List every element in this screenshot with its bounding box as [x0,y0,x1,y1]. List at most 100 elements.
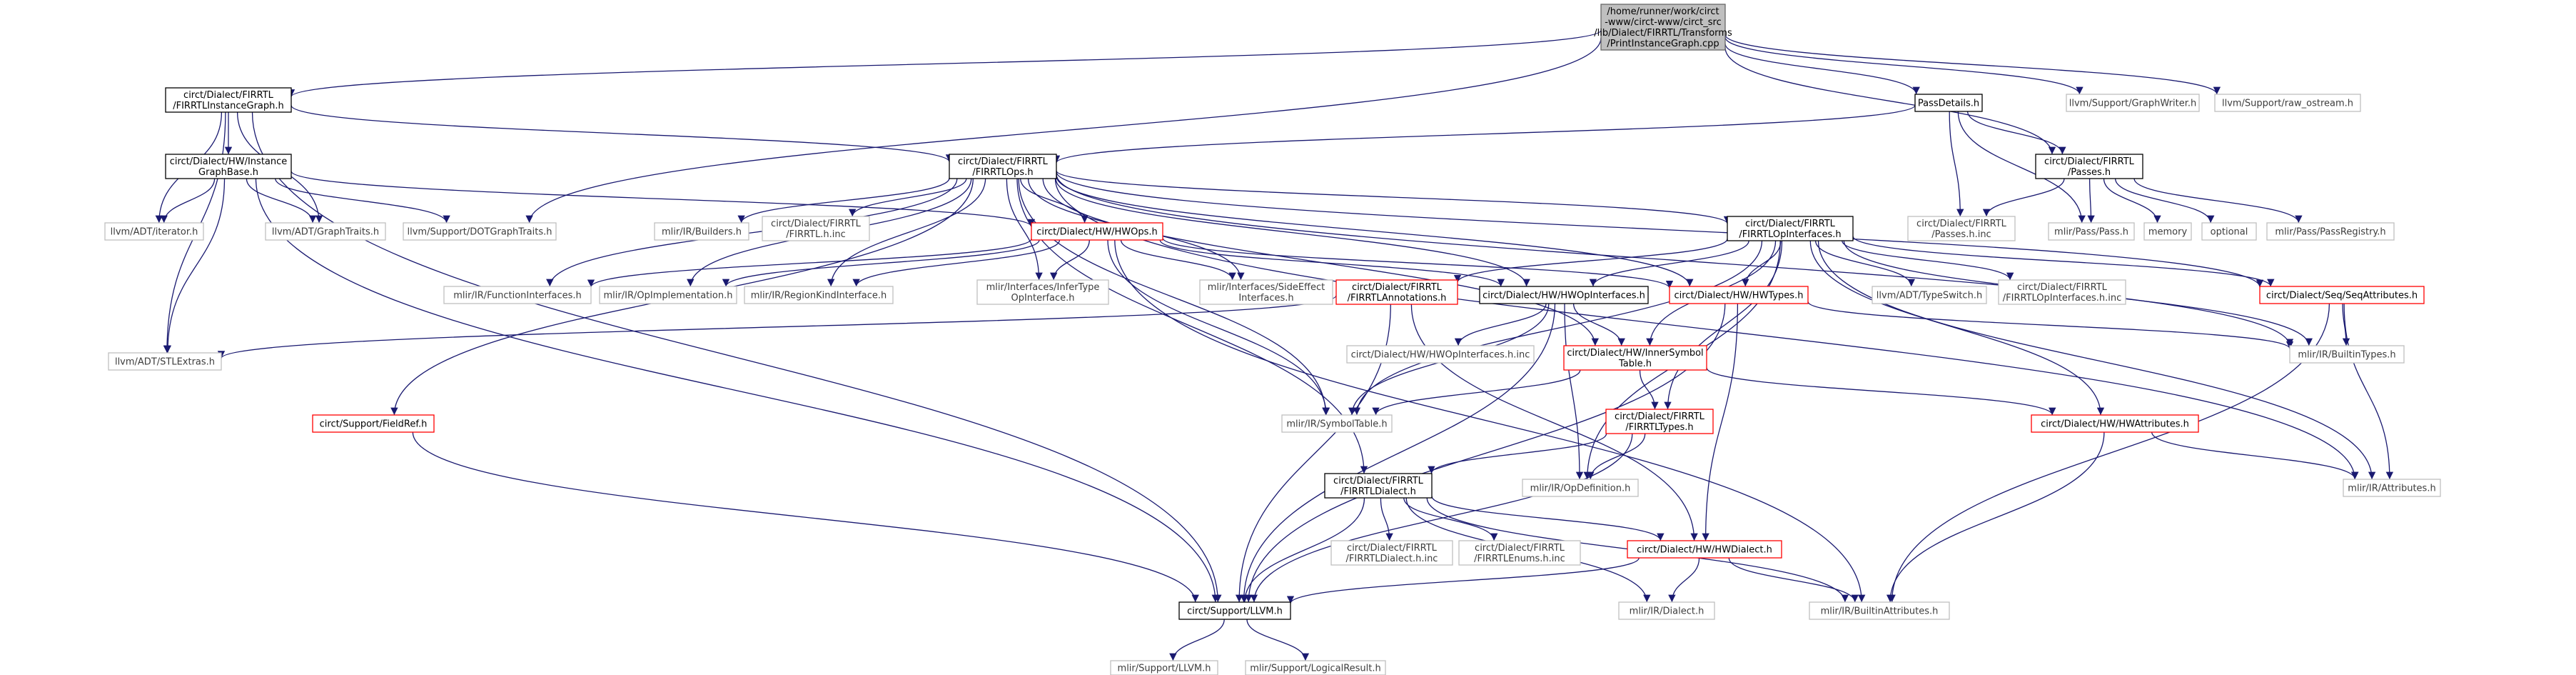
node-annotations[interactable]: circt/Dialect/FIRRTL/FIRRTLAnnotations.h [1335,279,1458,305]
node-label: llvm/Support/DOTGraphTraits.h [408,227,552,238]
node-label: /home/runner/work/circt [1607,6,1719,17]
edge-path [1814,240,1915,287]
node-label: /FIRRTLOpInterfaces.h [1739,229,1841,240]
edge-path [1056,171,2263,288]
node-label: circt/Dialect/HW/InnerSymbol [1567,348,1703,359]
node-hwdialect[interactable]: circt/Dialect/HW/HWDialect.h [1627,540,1782,559]
edge-path [1053,104,1916,164]
node-label: circt/Dialect/FIRRTL [1352,282,1443,293]
edge-opinterfaces-to-firrtltypes [1664,240,1783,410]
node-funcinterfaces: mlir/IR/FunctionInterfaces.h [443,286,592,304]
edge-hwops-to-symboltable [1107,239,1330,416]
node-opdefinition: mlir/IR/OpDefinition.h [1522,479,1639,497]
node-firrtlops[interactable]: circt/Dialect/FIRRTL/FIRRTLOps.h [949,154,1057,179]
node-box [108,352,222,371]
node-box [1907,216,2016,241]
edge-passes-to-passesinc [1982,178,2065,217]
edge-path [1107,239,1330,416]
edge-path [1240,303,1556,603]
edge-path [288,29,1602,98]
node-box [1335,279,1458,305]
node-box [1458,540,1581,566]
node-opinterfaces[interactable]: circt/Dialect/FIRRTL/FIRRTLOpInterfaces.… [1727,216,1854,241]
node-builders: mlir/IR/Builders.h [654,222,749,241]
edge-hwattrs-to-builtinattrs [1886,431,2105,603]
edge-firrtlops-to-funcinterfaces [546,178,958,287]
edge-path [255,178,1219,603]
node-label: mlir/Pass/PassRegistry.h [2275,227,2385,238]
node-box [1872,286,1987,304]
edge-path [1724,36,2083,95]
edge-path [1706,367,2056,416]
node-firrtlenumsinc: circt/Dialect/FIRRTL/FIRRTLEnums.h.inc [1458,540,1581,566]
edge-path [1169,619,1225,661]
node-fieldref[interactable]: circt/Support/FieldRef.h [312,414,435,433]
edge-path [1724,34,2221,95]
node-box [1324,473,1433,499]
node-box [2035,154,2143,179]
edge-opinterfaces-to-symboltable [1353,240,1763,416]
node-hwattrs[interactable]: circt/Dialect/HW/HWAttributes.h [2031,414,2199,433]
edge-passdetails-to-passpass [1957,111,2086,224]
node-firrtldialect[interactable]: circt/Dialect/FIRRTL/FIRRTLDialect.h [1324,473,1433,499]
node-box [976,279,1109,305]
node-label: mlir/IR/FunctionInterfaces.h [453,291,582,301]
node-box [1618,601,1715,620]
node-hwopinterfacesinc: circt/Dialect/HW/HWOpInterfaces.h.inc [1346,345,1535,364]
node-box [1199,279,1333,305]
edge-path [1809,240,2105,416]
node-box [1281,414,1393,433]
node-passes[interactable]: circt/Dialect/FIRRTL/Passes.h [2035,154,2143,179]
node-irdialect: mlir/IR/Dialect.h [1618,601,1715,620]
node-box [1346,345,1535,364]
node-label: circt/Dialect/HW/HWAttributes.h [2041,419,2189,430]
node-box [2066,94,2200,112]
node-label: circt/Support/LLVM.h [1187,606,1283,617]
node-label: OpInterface.h [1011,293,1074,304]
node-box [2031,414,2199,433]
node-firrtltypes[interactable]: circt/Dialect/FIRRTL/FIRRTLTypes.h [1605,409,1714,434]
node-label: mlir/IR/RegionKindInterface.h [751,291,887,301]
edge-hwtypes-to-builtintypes [1807,301,2293,349]
node-hwops[interactable]: circt/Dialect/HW/HWOps.h [1031,222,1163,241]
node-box [2143,222,2192,241]
node-hwtypes[interactable]: circt/Dialect/HW/HWTypes.h [1669,286,1809,304]
node-label: circt/Dialect/HW/HWOpInterfaces.h.inc [1351,350,1530,361]
node-passdetails[interactable]: PassDetails.h [1914,94,1983,112]
edge-path [1702,303,1739,541]
node-box [2201,222,2257,241]
node-label: circt/Dialect/HW/HWOpInterfaces.h [1483,291,1645,301]
edge-path [1742,240,1782,287]
edge-path [849,178,967,217]
node-seqattrs[interactable]: circt/Dialect/Seq/SeqAttributes.h [2259,286,2425,304]
edge-path [163,178,226,354]
edge-firrtlops-to-firrtlinc [849,178,967,217]
edge-path [852,239,1061,287]
node-box [1809,601,1950,620]
node-box [1178,601,1291,620]
edge-firrtlops-to-hwopinterfaces [1055,178,1530,287]
edge-path [1807,301,2293,349]
edge-hwinstgraph-to-iterator [160,178,216,224]
node-instgraph[interactable]: circt/Dialect/FIRRTL/FIRRTLInstanceGraph… [165,87,292,113]
node-box [2214,94,2361,112]
edge-path [1572,303,1625,346]
edge-fieldref-to-circtllvm [412,431,1199,603]
edge-path [1056,170,1731,224]
edge-path [1020,178,1089,224]
edge-passes-to-memory [2103,178,2161,224]
node-root[interactable]: /home/runner/work/circt-www/circt-www/ci… [1594,4,1732,51]
edge-hwops-to-infertype [1050,239,1090,281]
edge-opinterfaces-to-hwopinterfaces [1589,240,1749,287]
edge-seqattrs-to-builtinattrs [1888,303,2330,603]
node-regionkind: mlir/IR/RegionKindInterface.h [744,286,894,304]
edge-hwopinterfaces-to-hwopinterfacesinc [1454,303,1547,346]
edge-path [1886,431,2105,603]
node-circtllvm[interactable]: circt/Support/LLVM.h [1178,601,1291,620]
edge-opinterfaces-to-seqattrs [1852,236,2275,287]
node-box [1522,479,1639,497]
node-hwopinterfaces[interactable]: circt/Dialect/HW/HWOpInterfaces.h [1479,286,1649,304]
node-label: mlir/Pass/Pass.h [2054,227,2128,238]
